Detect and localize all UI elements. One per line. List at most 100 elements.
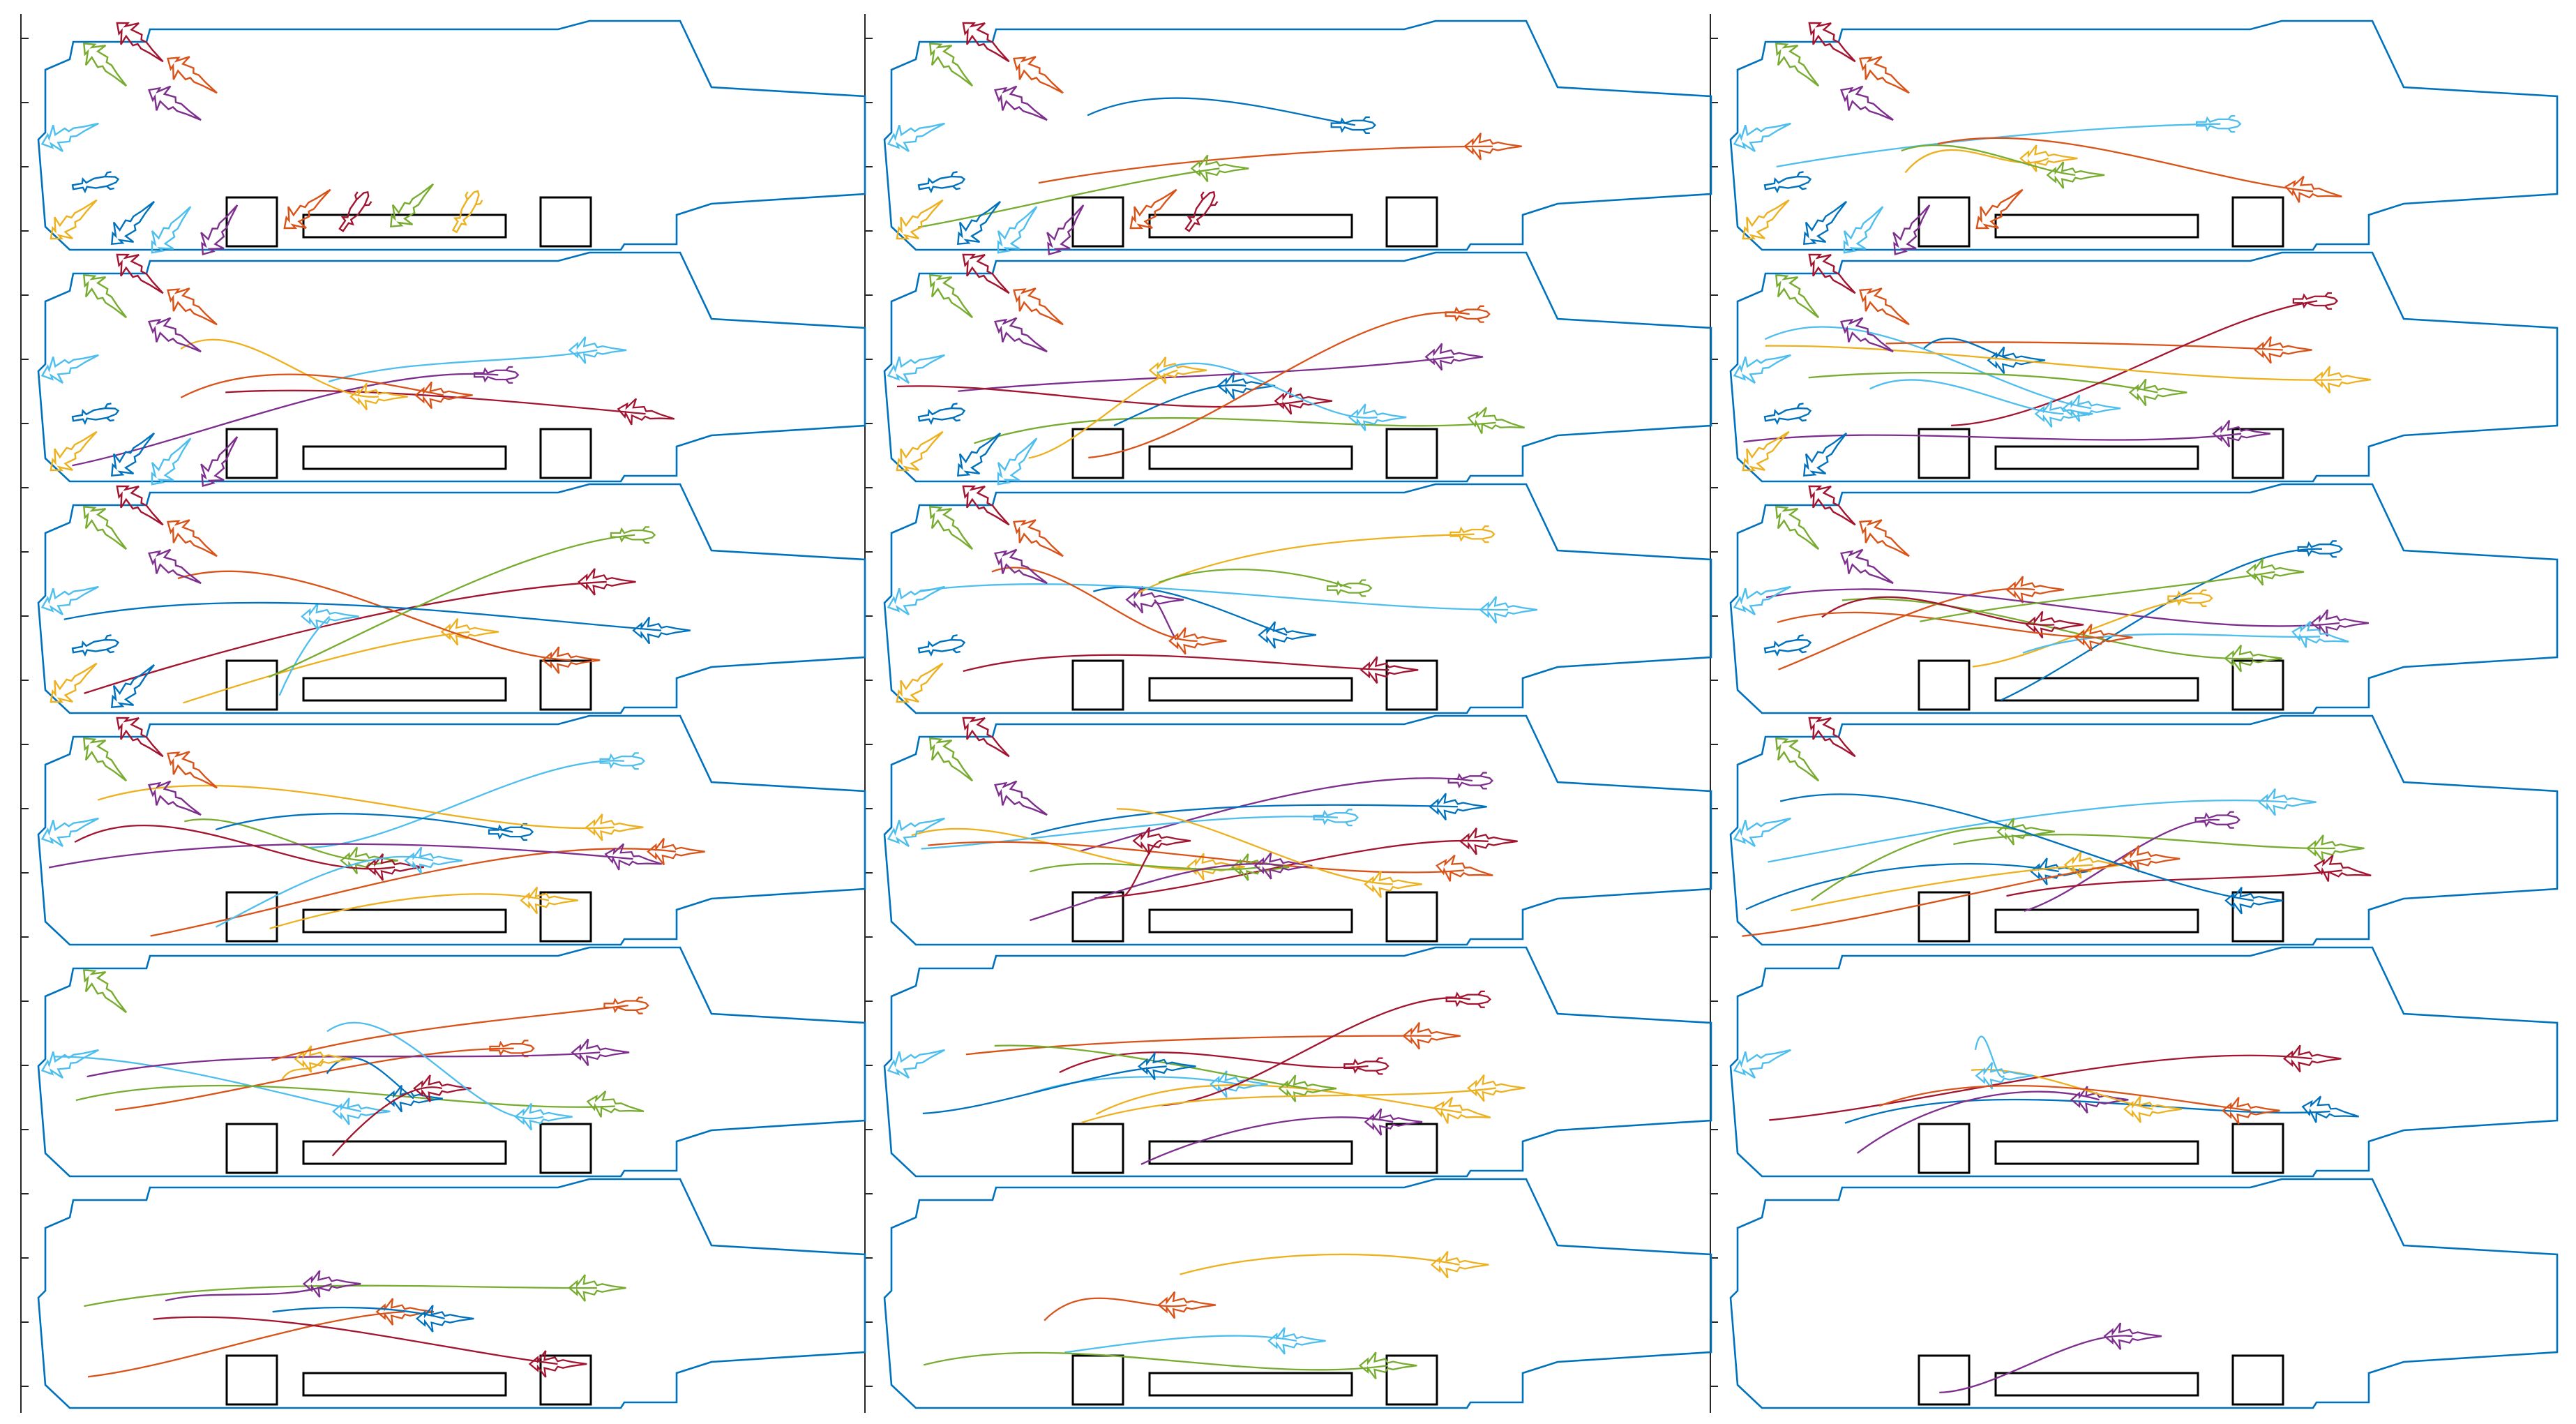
- helicopter-icon: [2167, 589, 2213, 607]
- fighter-aircraft-icon: [1987, 346, 2046, 375]
- panels-layer: [37, 20, 2559, 1409]
- taxi-trajectory: [72, 373, 499, 467]
- fighter-aircraft-icon: [632, 616, 691, 645]
- fighter-aircraft-icon: [414, 381, 473, 410]
- elevator-box-right: [1385, 891, 1438, 943]
- deck-outline: [1729, 20, 2559, 251]
- taxi-trajectory: [2000, 548, 2322, 701]
- taxi-trajectory: [1920, 571, 2275, 622]
- taxi-trajectory: [1094, 839, 1489, 899]
- helicopter-icon: [917, 171, 966, 194]
- taxi-trajectory: [1092, 586, 1288, 636]
- fighter-aircraft-icon: [520, 886, 578, 915]
- elevator-box-right: [2231, 1354, 2284, 1406]
- taxi-trajectory: [1079, 777, 1473, 853]
- taxi-trajectory: [1059, 1051, 1369, 1074]
- deck-outline: [1729, 714, 2559, 946]
- deck-outline: [883, 1178, 1712, 1409]
- fighter-aircraft-icon: [1840, 548, 1894, 585]
- deck-outline: [883, 20, 1712, 251]
- fighter-aircraft-icon: [2224, 644, 2282, 673]
- fighter-aircraft-icon: [1733, 1049, 1791, 1079]
- fighter-aircraft-icon: [415, 1305, 474, 1333]
- fighter-aircraft-icon: [1808, 485, 1856, 526]
- taxi-trajectory: [958, 356, 1454, 392]
- fighter-aircraft-icon: [528, 1350, 587, 1378]
- fighter-aircraft-icon: [1843, 206, 1884, 254]
- taxi-trajectory: [928, 841, 1465, 874]
- fighter-aircraft-icon: [2284, 175, 2342, 203]
- fighter-aircraft-icon: [1733, 585, 1791, 615]
- taxi-trajectory: [328, 349, 598, 383]
- taxi-trajectory: [1974, 1035, 2005, 1078]
- fighter-aircraft-icon: [2046, 161, 2105, 189]
- fighter-aircraft-icon: [349, 382, 408, 411]
- taxi-trajectory: [269, 893, 550, 930]
- taxi-trajectory: [991, 567, 1198, 642]
- taxi-trajectory: [215, 813, 513, 833]
- taxi-trajectory: [923, 1351, 1388, 1371]
- taxi-trajectory: [180, 338, 379, 398]
- taxi-trajectory: [1821, 596, 2055, 626]
- fighter-aircraft-icon: [413, 1074, 472, 1102]
- deck-outline: [37, 1178, 866, 1409]
- taxi-trajectory: [2022, 633, 2321, 654]
- fighter-aircraft-icon: [1859, 519, 1910, 557]
- fighter-aircraft-icon: [302, 1270, 361, 1298]
- taxi-trajectory: [326, 1056, 414, 1100]
- hangar-bay-box: [302, 677, 507, 702]
- fighter-aircraft-icon: [40, 817, 99, 847]
- deck-outline: [1729, 1178, 2559, 1409]
- fighter-aircraft-icon: [896, 662, 944, 703]
- hangar-bay-box: [1148, 677, 1353, 702]
- elevator-box-left: [225, 428, 278, 479]
- elevator-box-right: [1385, 428, 1438, 479]
- fighter-aircraft-icon: [2310, 609, 2369, 637]
- fighter-aircraft-icon: [2282, 1044, 2342, 1073]
- fighter-aircraft-icon: [568, 1274, 626, 1302]
- fighter-aircraft-icon: [586, 1091, 645, 1118]
- taxi-trajectory: [150, 848, 677, 937]
- taxi-trajectory: [1937, 137, 2314, 193]
- deck-panel: [37, 946, 866, 1178]
- fighter-aircraft-icon: [82, 505, 128, 550]
- taxi-trajectory: [281, 1058, 324, 1079]
- fighter-aircraft-icon: [928, 42, 974, 87]
- fighter-aircraft-icon: [151, 206, 192, 254]
- fighter-aircraft-icon: [887, 585, 945, 615]
- taxi-trajectory: [1768, 799, 2287, 863]
- fighter-aircraft-icon: [2034, 400, 2093, 428]
- deck-outline: [37, 946, 866, 1178]
- fighter-aircraft-icon: [116, 717, 164, 758]
- taxi-trajectory: [1745, 863, 2059, 910]
- deck-panel: [37, 714, 866, 946]
- fighter-aircraft-icon: [404, 846, 463, 875]
- taxi-trajectory: [1885, 341, 2283, 351]
- helicopter-icon: [610, 526, 656, 544]
- taxi-trajectory: [1030, 804, 1458, 836]
- taxi-trajectory: [1765, 588, 2340, 627]
- taxi-trajectory: [1029, 862, 1260, 873]
- helicopter-icon: [1313, 809, 1359, 827]
- taxi-trajectory: [1087, 97, 1356, 126]
- elevator-box-right: [2231, 659, 2284, 711]
- fighter-aircraft-icon: [1742, 430, 1790, 472]
- helicopter-icon: [1184, 191, 1219, 232]
- taxi-trajectory: [1116, 808, 1393, 885]
- elevator-box-left: [1918, 891, 1971, 943]
- fighter-aircraft-icon: [571, 1038, 630, 1067]
- fighter-aircraft-icon: [2074, 624, 2133, 652]
- taxi-trajectory: [1923, 338, 2017, 361]
- fighter-aircraft-icon: [1125, 585, 1184, 614]
- helicopter-icon: [71, 634, 120, 657]
- taxi-trajectory: [84, 580, 607, 694]
- fighter-aircraft-icon: [962, 253, 1010, 294]
- fighter-aircraft-icon: [962, 22, 1010, 63]
- fighter-aircraft-icon: [604, 843, 663, 871]
- fighter-aircraft-icon: [1840, 317, 1894, 353]
- hangar-bay-box: [1994, 1372, 2199, 1397]
- taxi-trajectory: [1939, 1335, 2133, 1394]
- fighter-aircraft-icon: [1459, 827, 1518, 855]
- fighter-aircraft-icon: [568, 336, 627, 364]
